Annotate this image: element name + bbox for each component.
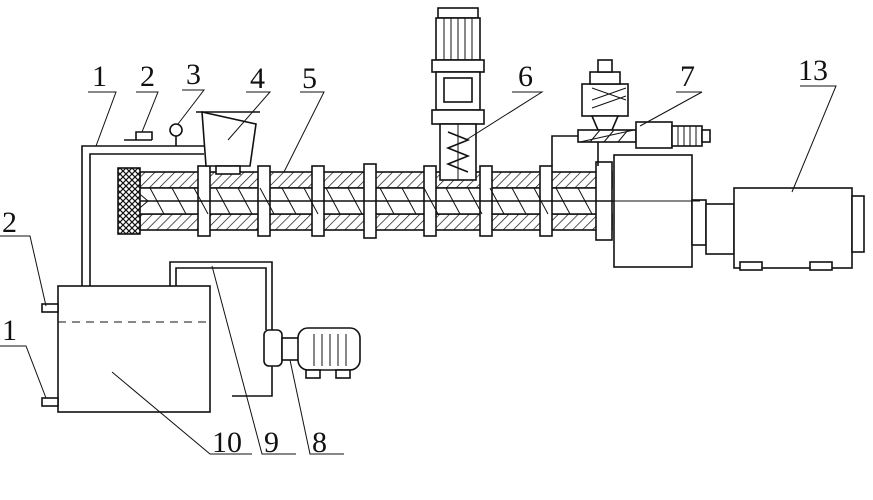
label-2-top: 2 (140, 60, 155, 93)
vertical-feeder (431, 7, 485, 181)
screw (130, 187, 625, 215)
label-3-top: 3 (186, 58, 201, 91)
tank (41, 285, 211, 413)
extruder-barrel (117, 161, 625, 241)
pump (263, 327, 361, 379)
side-feeder (551, 59, 711, 166)
gearbox-and-motor (613, 154, 865, 271)
label-8-bottom: 8 (312, 426, 327, 459)
label-10-bottom: 10 (212, 426, 242, 459)
label-9-bottom: 9 (264, 426, 279, 459)
label-4-top: 4 (250, 62, 265, 95)
label-7-top: 7 (680, 60, 695, 93)
label-6-top: 6 (518, 60, 533, 93)
part-number-labels: 1 2 3 4 5 6 7 13 2 1 10 9 8 (2, 54, 828, 459)
label-5-top: 5 (302, 62, 317, 95)
leader-lines (0, 85, 837, 455)
label-1-top: 1 (92, 60, 107, 93)
main-hopper (196, 110, 260, 175)
label-2-left: 2 (2, 206, 17, 239)
label-13-top: 13 (798, 54, 828, 87)
label-1-left: 1 (2, 314, 17, 347)
breaker-plate (117, 167, 141, 235)
